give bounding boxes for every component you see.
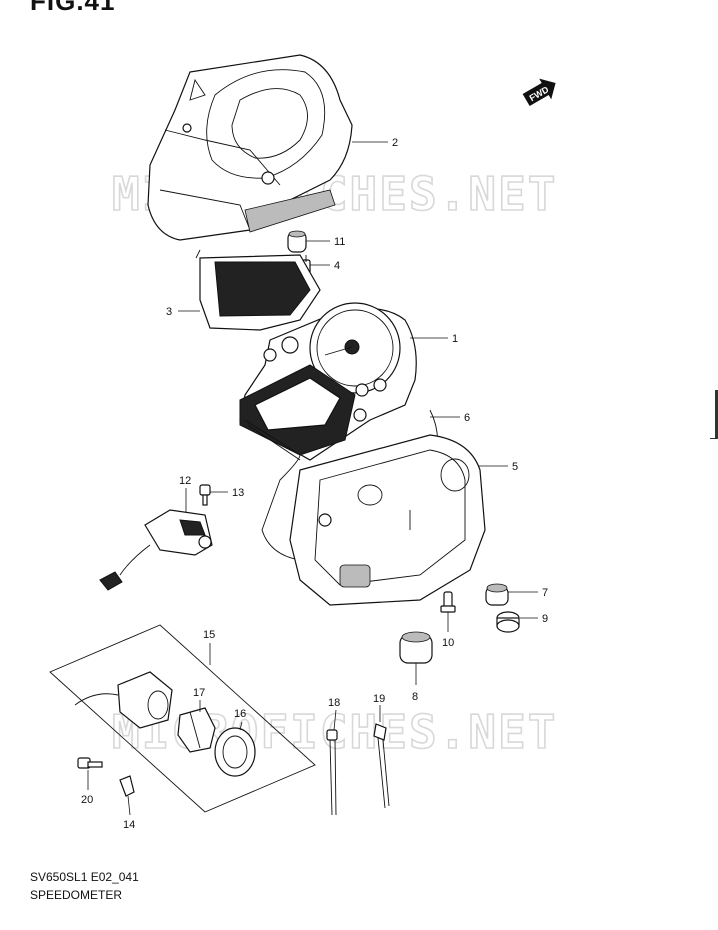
meter-cover-part <box>147 54 353 241</box>
lower-case-part <box>289 434 486 606</box>
leader-lines <box>87 141 538 816</box>
seal-ring-part <box>214 727 256 777</box>
cable-tie-part <box>326 729 338 816</box>
kit-outline <box>49 624 316 813</box>
sensor-bracket-part <box>99 509 213 591</box>
callout-4: 4 <box>334 260 340 272</box>
callout-5: 5 <box>512 461 518 473</box>
callout-labels: 1 2 3 4 5 6 7 8 9 10 11 12 13 14 15 16 1… <box>81 137 548 831</box>
callout-9: 9 <box>542 613 548 625</box>
grommet-part <box>287 230 307 253</box>
callout-15: 15 <box>203 629 215 641</box>
screw-part-20 <box>77 757 103 769</box>
page-edge-tick <box>710 438 718 439</box>
callout-11: 11 <box>334 236 345 248</box>
callout-18: 18 <box>328 697 340 709</box>
callout-19: 19 <box>373 693 385 705</box>
washer-part <box>496 611 520 633</box>
callout-12: 12 <box>179 475 191 487</box>
bolt-part-13 <box>199 484 211 506</box>
callout-7: 7 <box>542 587 548 599</box>
callout-14: 14 <box>123 819 135 831</box>
callout-2: 2 <box>392 137 398 149</box>
page-edge-mark <box>715 390 718 438</box>
figure-code: SV650SL1 E02_041 <box>30 870 139 884</box>
gear-housing-part <box>74 671 173 729</box>
lens-panel-part <box>195 249 321 331</box>
cushion-part <box>399 631 433 664</box>
callout-16: 16 <box>234 708 246 720</box>
figure-caption: SPEEDOMETER <box>30 888 123 902</box>
figure-title: FIG.41 <box>30 0 116 16</box>
meter-assembly-part <box>239 302 417 461</box>
grommet-part-7 <box>485 583 509 606</box>
fwd-arrow-icon: FWD <box>522 78 556 107</box>
callout-6: 6 <box>464 412 470 424</box>
bolt-part <box>440 591 456 613</box>
callout-3: 3 <box>166 306 172 318</box>
callout-13: 13 <box>232 487 244 499</box>
drive-gear-part <box>177 707 216 753</box>
clip-part <box>119 775 135 797</box>
cable-tie-part-19 <box>373 723 390 809</box>
callout-17: 17 <box>193 687 205 699</box>
callout-1: 1 <box>452 333 458 345</box>
callout-8: 8 <box>412 691 418 703</box>
callout-10: 10 <box>442 637 454 649</box>
callout-20: 20 <box>81 794 93 806</box>
